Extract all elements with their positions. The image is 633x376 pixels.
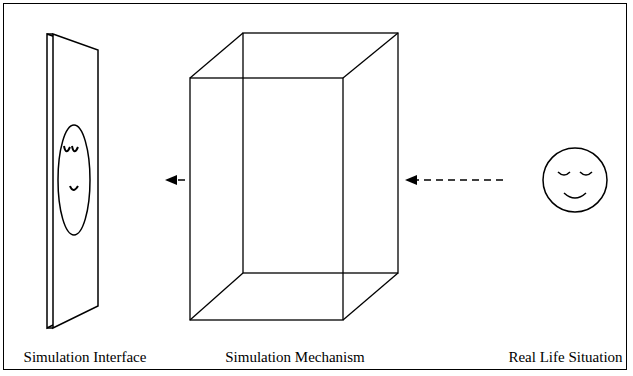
interface-panel: Simulation Interface (5, 28, 165, 370)
node-label: Real Life Situation (506, 348, 624, 366)
smiley-face: Real Life Situation (503, 28, 628, 370)
mechanism-cube-outline (185, 28, 405, 370)
node-label: Simulation Interface (22, 348, 149, 366)
dashed-arrow (165, 175, 185, 185)
smiley-face-outline (503, 28, 628, 370)
node-label: Simulation Mechanism (223, 348, 367, 366)
dashed-arrow (405, 175, 503, 185)
mechanism-cube: Simulation Mechanism (185, 28, 405, 370)
interface-panel-outline (5, 28, 165, 370)
